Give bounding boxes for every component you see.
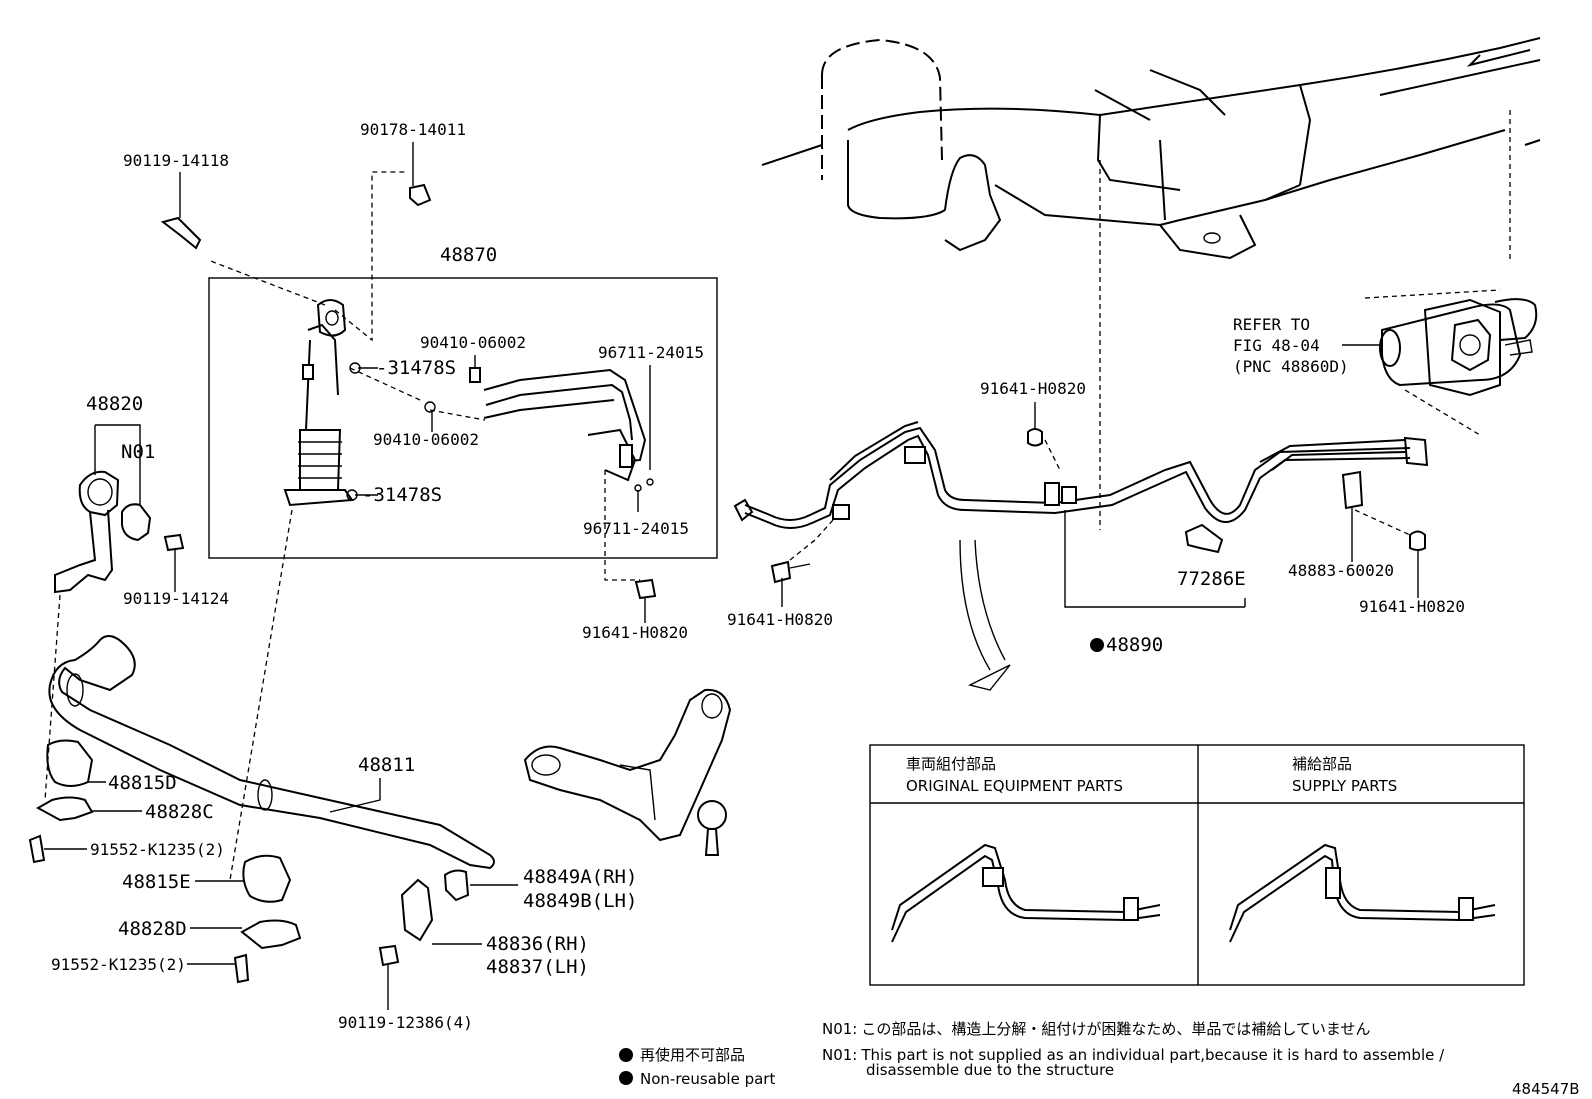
lower-control-arm-drawing (523, 688, 732, 856)
legend-marker-en (619, 1071, 633, 1085)
table-right-header-jp: 補給部品 (1292, 755, 1352, 773)
label-48849B: 48849B(LH) (523, 890, 637, 912)
label-91641-H0820-c: 91641-H0820 (980, 379, 1086, 398)
diagram-id: 484547B (1512, 1080, 1580, 1098)
label-90178-14011: 90178-14011 (360, 120, 466, 139)
notes: N01:この部品は、構造上分解・組付けが困難なため、単品では補給していません N… (822, 1020, 1445, 1079)
legend-en: Non-reusable part (640, 1070, 775, 1088)
vehicle-frame-drawing (761, 37, 1541, 530)
non-reusable-marker-48890 (1090, 638, 1104, 652)
label-48837: 48837(LH) (486, 956, 589, 978)
label-90410-06002-a: 90410-06002 (420, 333, 526, 352)
label-48870: 48870 (440, 244, 497, 266)
label-90119-14118: 90119-14118 (123, 151, 229, 170)
label-77286E: 77286E (1177, 568, 1246, 590)
label-91641-H0820-a: 91641-H0820 (582, 623, 688, 642)
label-48836: 48836(RH) (486, 933, 589, 955)
note-n01-en-line1: N01:This part is not supplied as an indi… (822, 1046, 1445, 1064)
leader-lines (44, 142, 1419, 1010)
hardware-top-drawing (160, 183, 432, 250)
comparison-table: 車両組付部品 ORIGINAL EQUIPMENT PARTS 補給部品 SUP… (869, 744, 1525, 986)
note-n01-jp: N01:この部品は、構造上分解・組付けが困難なため、単品では補給していません (822, 1020, 1370, 1038)
label-48820: 48820 (86, 393, 143, 415)
note-n01-en-line2: disassemble due to the structure (866, 1061, 1114, 1079)
legend-marker-jp (619, 1048, 633, 1062)
label-91552-K1235-b: 91552-K1235(2) (51, 955, 186, 974)
label-96711-24015-a: 96711-24015 (598, 343, 704, 362)
label-31478S-b: -31478S (362, 484, 442, 506)
table-left-header-en: ORIGINAL EQUIPMENT PARTS (906, 777, 1123, 795)
label-91552-K1235-a: 91552-K1235(2) (90, 840, 225, 859)
hydraulic-tubes-drawing (733, 421, 1429, 691)
hydraulic-actuator-drawing (1342, 298, 1538, 436)
label-48815E: 48815E (122, 871, 191, 893)
label-48890: 48890 (1106, 634, 1163, 656)
label-refer-line2: FIG 48-04 (1233, 336, 1320, 355)
legend: 再使用不可部品 Non-reusable part (619, 1046, 775, 1088)
label-refer-line3: (PNC 48860D) (1233, 357, 1349, 376)
table-left-header-jp: 車両組付部品 (906, 755, 996, 773)
supply-tube-drawing (1229, 843, 1496, 943)
legend-jp: 再使用不可部品 (640, 1046, 745, 1064)
label-90119-12386: 90119-12386(4) (338, 1013, 473, 1032)
label-refer-line1: REFER TO (1233, 315, 1310, 334)
assembly-box-48870 (208, 277, 718, 559)
label-90410-06002-b: 90410-06002 (373, 430, 479, 449)
label-48883-60020: 48883-60020 (1288, 561, 1394, 580)
callout-labels: 90178-14011 90119-14118 48870 90410-0600… (51, 120, 1465, 1032)
label-N01: N01 (121, 441, 155, 463)
label-96711-24015-b: 96711-24015 (583, 519, 689, 538)
label-31478S-a: -31478S (376, 357, 456, 379)
label-91641-H0820-d: 91641-H0820 (1359, 597, 1465, 616)
label-48815D: 48815D (108, 772, 177, 794)
table-right-header-en: SUPPLY PARTS (1292, 777, 1397, 795)
original-equipment-tube-drawing (891, 843, 1161, 943)
label-90119-14124: 90119-14124 (123, 589, 229, 608)
label-48828D: 48828D (118, 918, 187, 940)
stabilizer-link-drawing (44, 470, 185, 801)
label-48828C: 48828C (145, 801, 214, 823)
label-91641-H0820-b: 91641-H0820 (727, 610, 833, 629)
label-48849A: 48849A(RH) (523, 866, 637, 888)
label-48811: 48811 (358, 754, 415, 776)
